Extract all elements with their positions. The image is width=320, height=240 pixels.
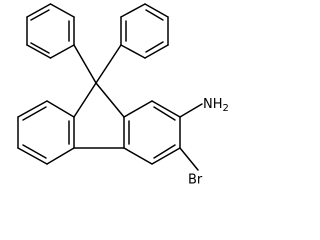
substituent-bonds [179,103,203,171]
amine-label: NH2 [203,97,229,115]
molecule-canvas: NH2 Br [17,3,229,188]
amine-symbol: NH [203,97,223,112]
benzo-ring-left [17,100,75,165]
benzo-ring-right [123,100,181,165]
phenyl-ring-right [120,3,169,59]
bromo-label: Br [188,173,203,188]
fluorene-five-ring [73,82,125,149]
amine-subscript: 2 [223,103,229,114]
phenyl-ring-left [26,3,75,59]
c9-substituent-bonds [73,44,122,84]
structure-svg: NH2 Br [17,3,229,188]
